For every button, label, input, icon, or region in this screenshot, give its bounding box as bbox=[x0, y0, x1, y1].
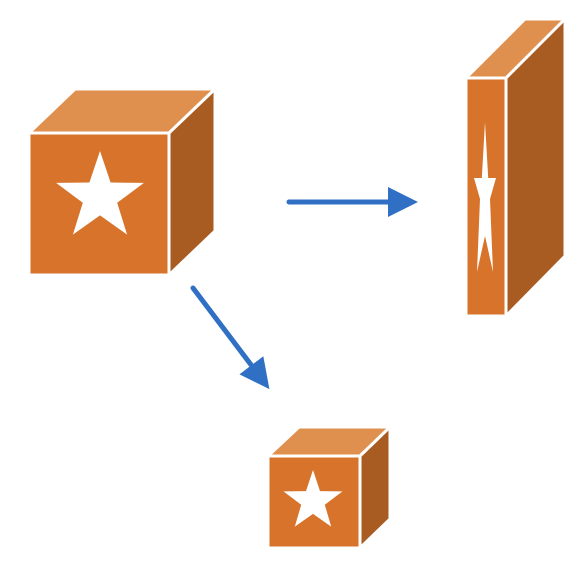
cube-stretched bbox=[464, 17, 567, 318]
star-icon bbox=[56, 151, 144, 235]
narrow-star-icon bbox=[474, 122, 496, 272]
arrow-down-right bbox=[190, 285, 270, 390]
star-icon bbox=[283, 470, 343, 527]
cube-original bbox=[27, 87, 217, 277]
cube-scaled-down bbox=[266, 425, 392, 550]
